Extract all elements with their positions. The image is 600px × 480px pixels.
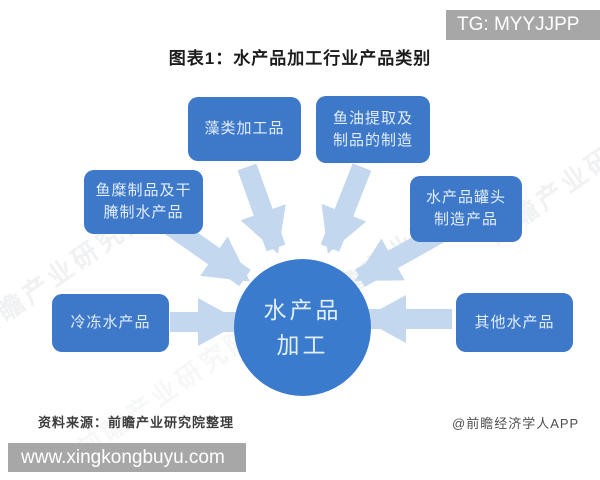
node-label: 制造产品 bbox=[433, 211, 498, 228]
arrow-fish-oil-to-center bbox=[320, 163, 372, 254]
arrow-algae-to-center bbox=[237, 163, 286, 254]
node-other: 其他水产品 bbox=[456, 293, 573, 352]
telegram-badge: TG: MYYJJPP bbox=[446, 10, 600, 40]
center-label: 水产品 bbox=[263, 297, 342, 323]
node-label: 鱼糜制品及干 bbox=[95, 182, 192, 200]
source-note: 资料来源：前瞻产业研究院整理 bbox=[38, 415, 235, 430]
node-label: 鱼油提取及 bbox=[332, 109, 413, 127]
node-label: 制品的制造 bbox=[332, 131, 413, 149]
node-label: 冷冻水产品 bbox=[70, 314, 151, 332]
node-label: 其他水产品 bbox=[474, 313, 555, 331]
node-label: 水产品罐头 bbox=[425, 189, 506, 207]
center-label: 加工 bbox=[276, 331, 329, 358]
node-algae: 藻类加工品 bbox=[188, 97, 301, 161]
node-frozen: 冷冻水产品 bbox=[52, 294, 169, 352]
website-badge: www.xingkongbuyu.com bbox=[8, 443, 246, 472]
node-label: 藻类加工品 bbox=[204, 120, 285, 138]
node-label: 腌制水产品 bbox=[103, 204, 184, 221]
page-title: 图表1：水产品加工行业产品类别 bbox=[168, 49, 432, 68]
node-fish-oil: 鱼油提取及 制品的制造 bbox=[316, 96, 430, 163]
credit-note: @前瞻经济学人APP bbox=[452, 416, 580, 431]
node-surimi: 鱼糜制品及干 腌制水产品 bbox=[84, 170, 203, 234]
node-canned: 水产品罐头 制造产品 bbox=[410, 176, 522, 242]
center-circle: 水产品 加工 bbox=[234, 259, 371, 396]
